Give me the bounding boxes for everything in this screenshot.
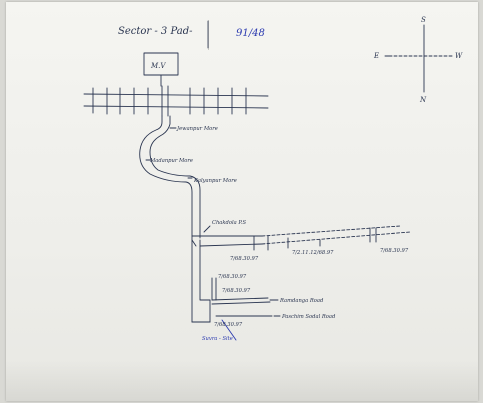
plot-label-a: 7/68.30.97: [230, 256, 259, 262]
compass-n: N: [419, 96, 427, 104]
label-chakdola: Chakdola P.S: [212, 220, 246, 226]
plot-label-c: 7/68.30.97: [380, 248, 409, 254]
plot-markers: [253, 227, 377, 251]
lower-branches: [211, 277, 273, 317]
label-ramdanga: Ramdanga Road: [279, 298, 324, 304]
plot-label-e: 7/68.30.97: [222, 288, 251, 294]
sector-label: Sector - 3 Pad-: [118, 26, 193, 37]
footer-site-label: Suvra - Site: [202, 336, 233, 342]
main-road-horizontal: [191, 225, 411, 247]
label-jewanpur: Jewanpur More: [176, 126, 218, 132]
rail-track: [83, 85, 269, 117]
compass-e: E: [373, 52, 379, 60]
compass-w: W: [455, 52, 463, 60]
paper-sheet: [6, 2, 478, 401]
plot-label-f: 7/68.30.97: [214, 322, 243, 328]
plot-label-d: 7/68.30.97: [218, 274, 247, 280]
label-madanpur: Madanpur More: [149, 158, 193, 164]
main-road-vertical: [191, 239, 211, 323]
label-arrows: [145, 127, 281, 317]
plot-number: 91/48: [236, 28, 265, 39]
compass-cross: [384, 24, 453, 93]
mv-label: M.V: [150, 62, 166, 70]
label-kalyanpur: Kalyanpur More: [193, 178, 237, 184]
winding-road: [139, 115, 201, 247]
compass-s: S: [421, 16, 426, 24]
plot-label-b: 7/2.11.12/68.97: [292, 250, 334, 256]
paper-crease: [208, 20, 209, 50]
label-paschim: Paschim Sodal Road: [281, 314, 336, 320]
